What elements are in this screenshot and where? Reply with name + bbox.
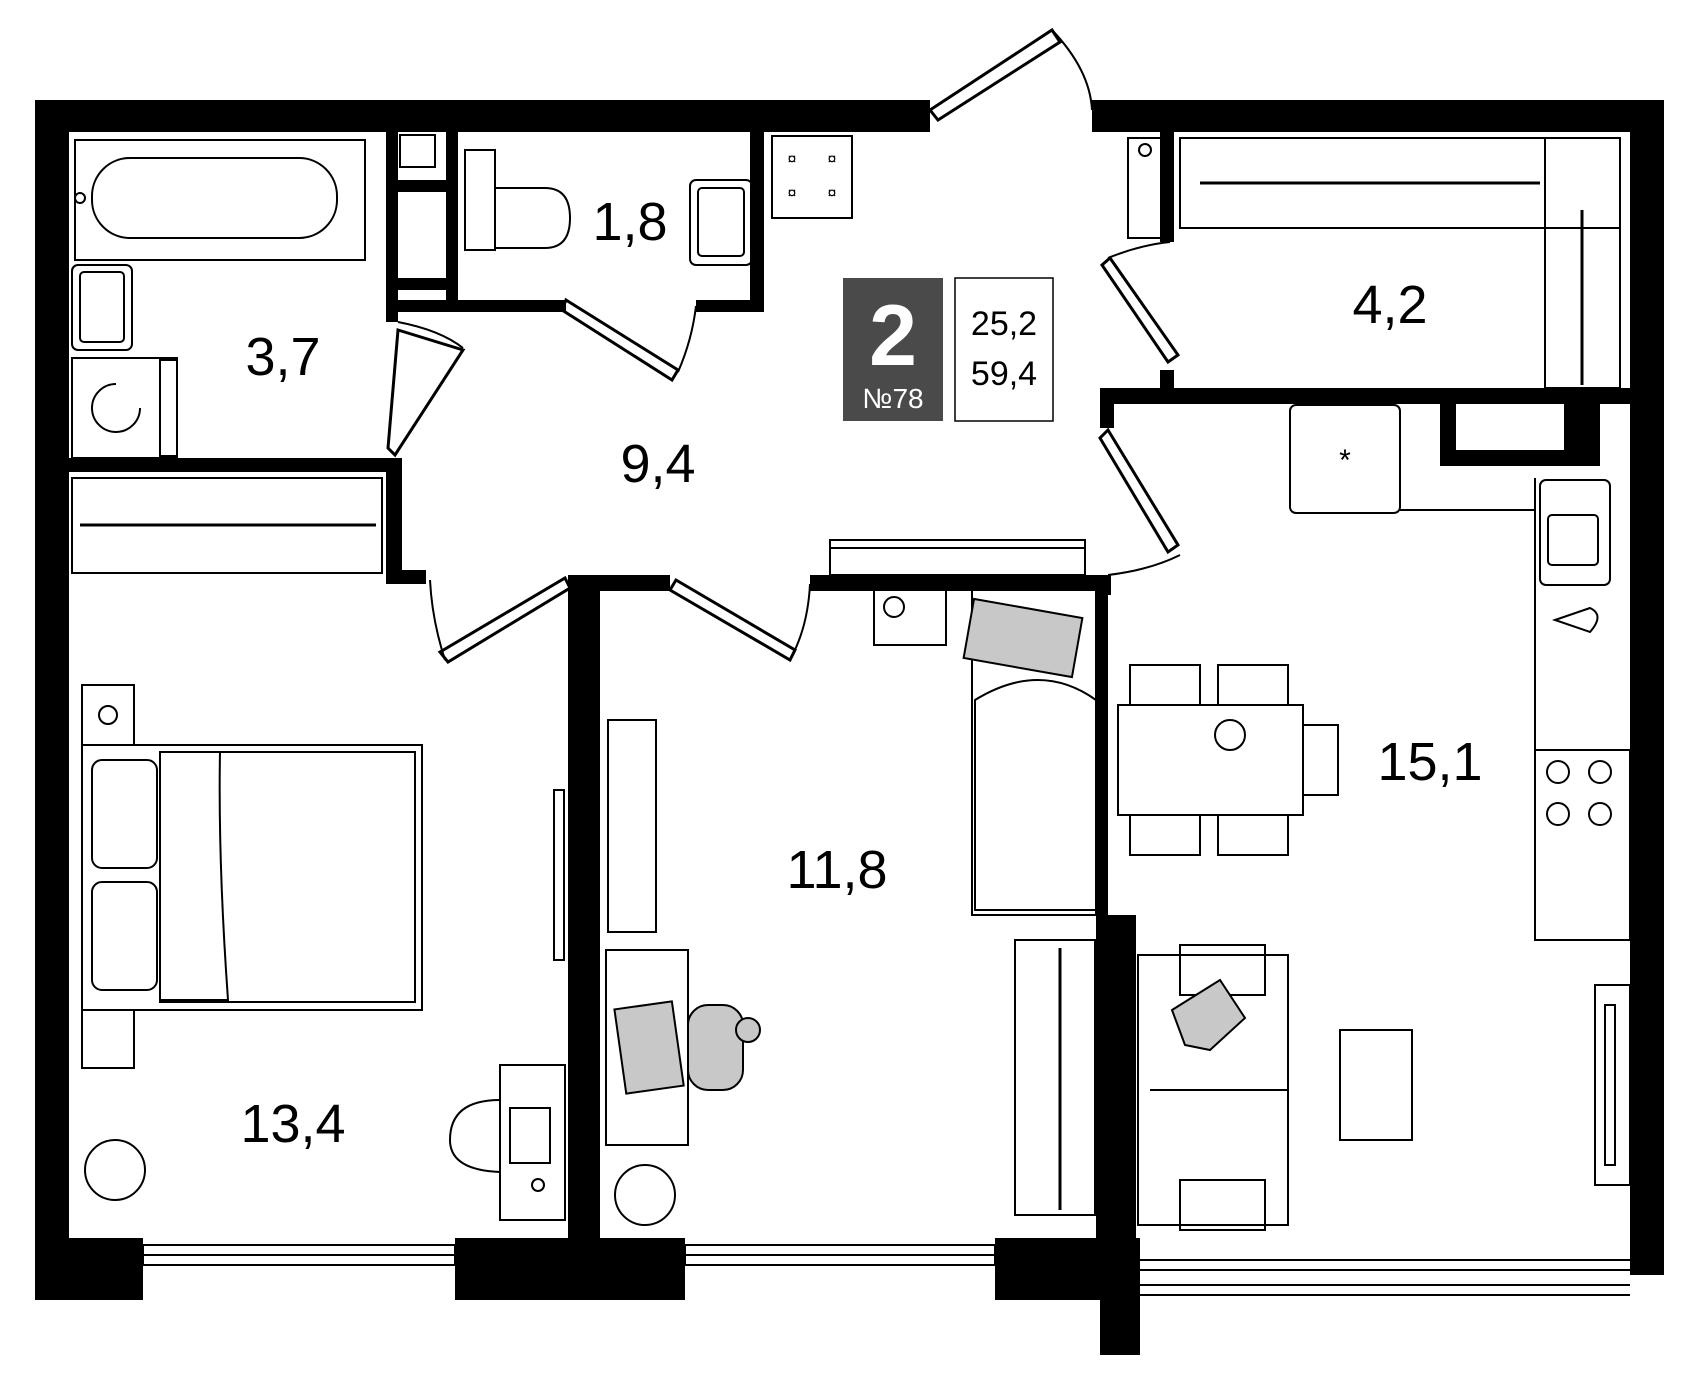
area-bathroom: 3,7 xyxy=(245,327,320,387)
area-hall: 9,4 xyxy=(620,434,695,494)
area-kitchen: 15,1 xyxy=(1377,732,1482,792)
area-wc: 1,8 xyxy=(592,192,667,252)
doors xyxy=(386,27,1181,664)
area-storage: 4,2 xyxy=(1352,275,1427,335)
svg-text:¤: ¤ xyxy=(828,185,837,202)
svg-text:¤: ¤ xyxy=(788,185,797,202)
area-box xyxy=(954,277,1054,422)
windows xyxy=(142,1244,1630,1296)
walls xyxy=(35,100,1664,1355)
svg-text:¤: ¤ xyxy=(788,151,797,168)
area-bedroom: 13,4 xyxy=(240,1094,345,1154)
svg-text:*: * xyxy=(1339,444,1351,477)
total-area: 59,4 xyxy=(971,355,1037,393)
rooms-count: 2 xyxy=(869,288,917,384)
living-area: 25,2 xyxy=(971,305,1037,343)
furniture: ¤ ¤ ¤ ¤ xyxy=(71,134,1631,1231)
apartment-number: №78 xyxy=(862,383,923,414)
area-room2: 11,8 xyxy=(786,840,887,900)
apartment-badge: 2 №78 25,2 59,4 xyxy=(843,277,1054,422)
room-labels: 3,7 1,8 9,4 4,2 13,4 11,8 15,1 xyxy=(240,192,1482,1154)
svg-text:¤: ¤ xyxy=(828,151,837,168)
rooms-badge-box xyxy=(843,278,943,421)
